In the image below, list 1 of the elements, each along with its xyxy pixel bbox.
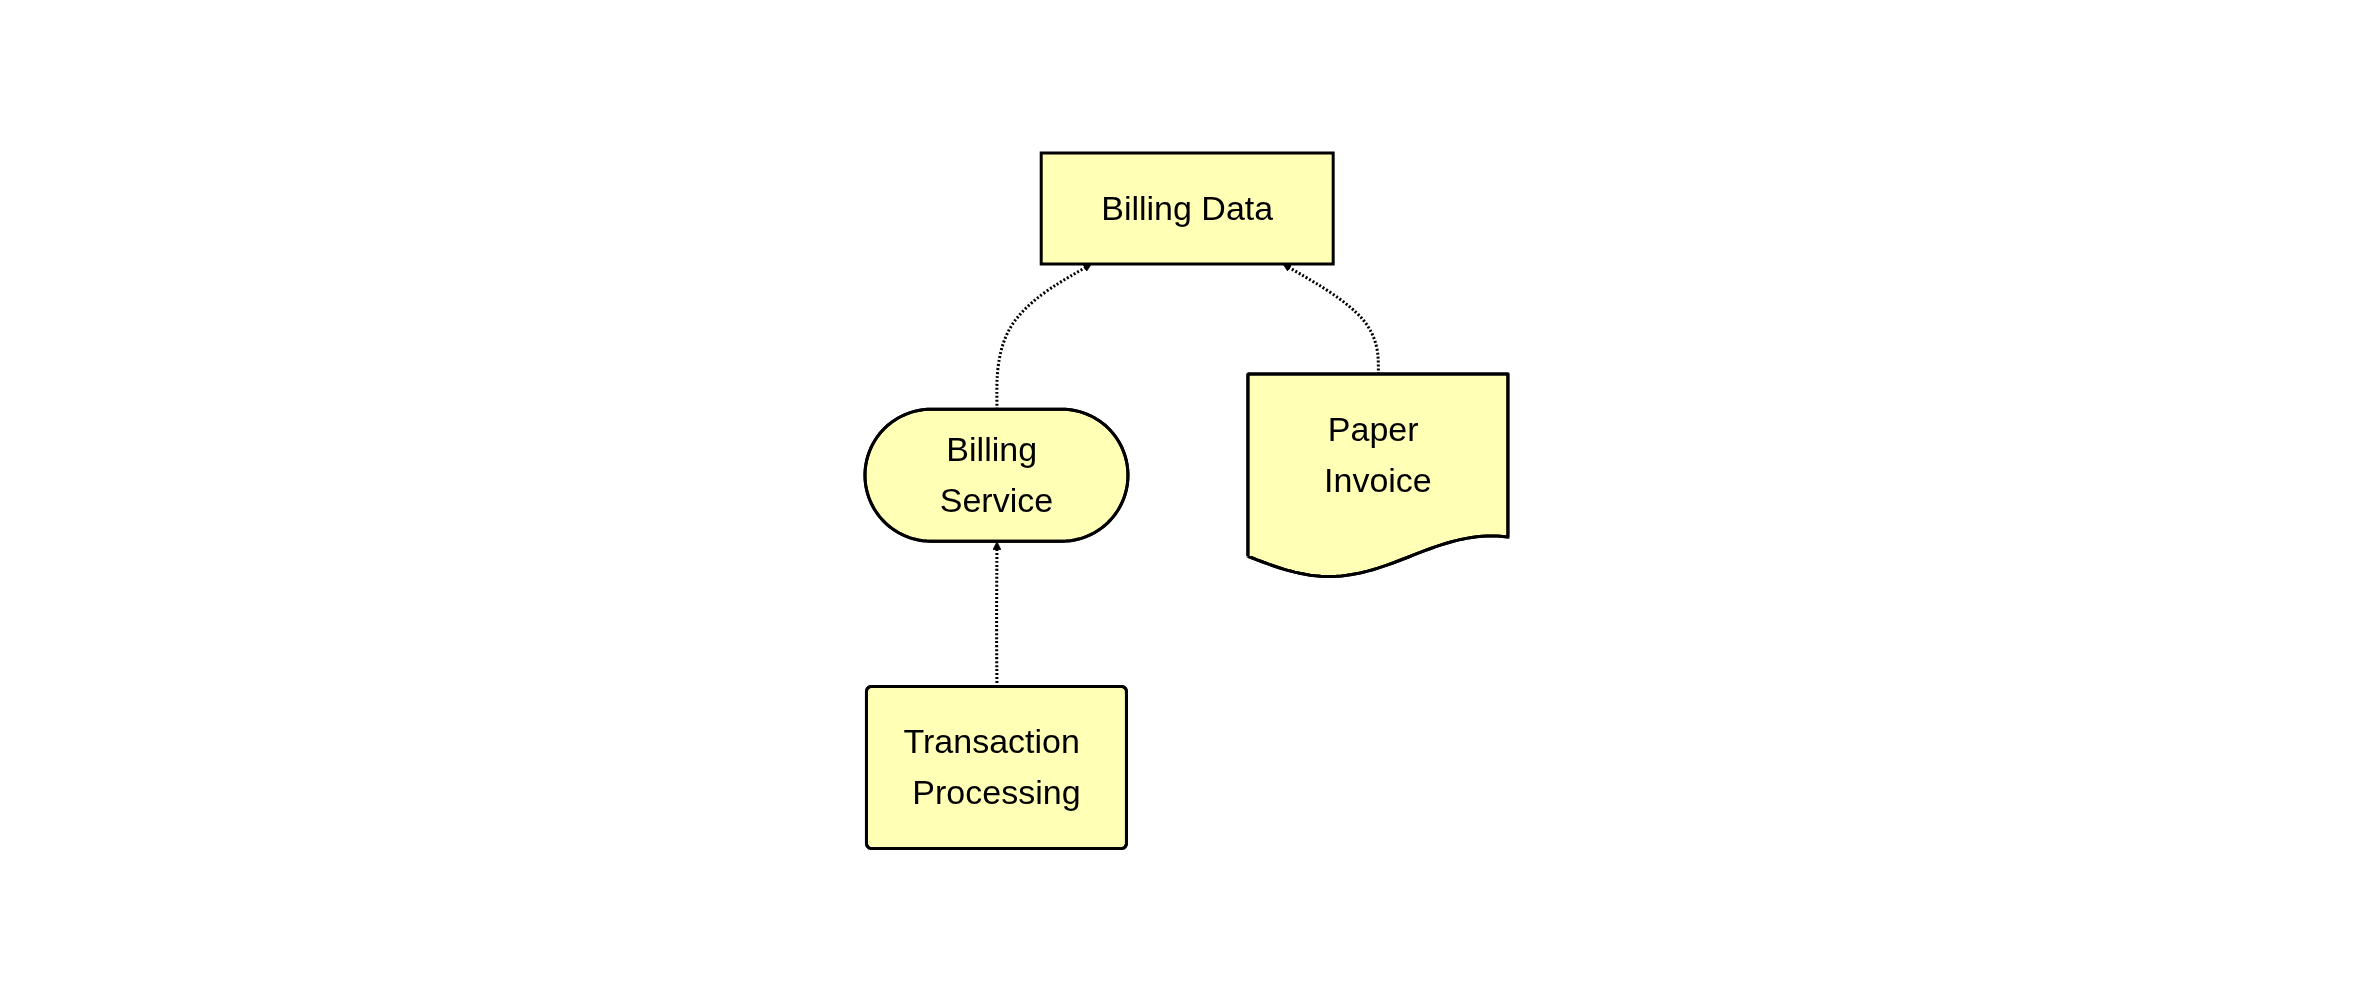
node-box: Billing Data	[1039, 151, 1335, 266]
